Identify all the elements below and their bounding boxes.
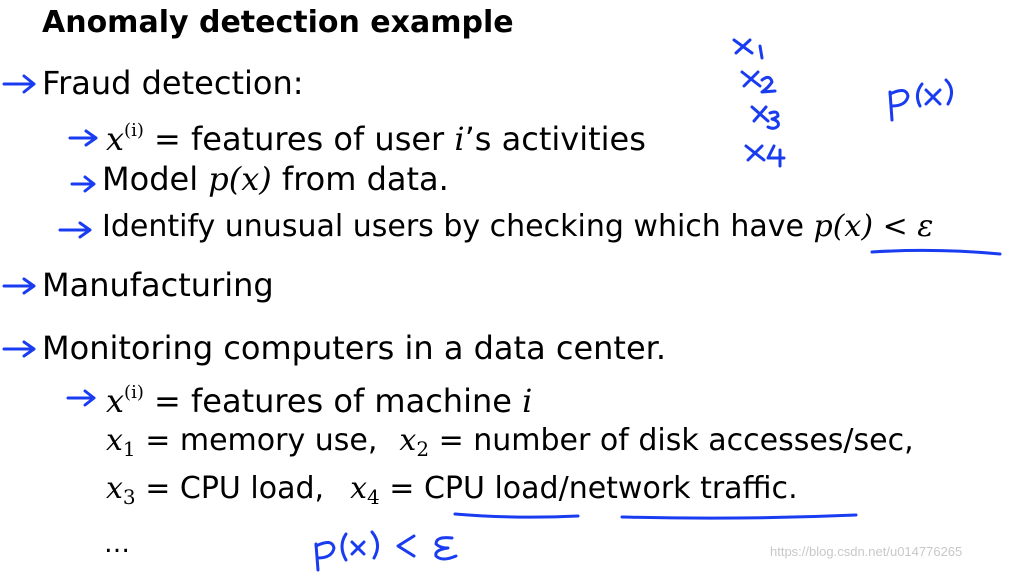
arrow-icon bbox=[2, 74, 36, 94]
x4-eq: = bbox=[379, 471, 424, 506]
handwritten-x4 bbox=[744, 144, 786, 168]
underline-p-x-less-epsilon bbox=[870, 248, 1002, 256]
ellipsis: … bbox=[104, 529, 130, 559]
fraud-features-tail: ’s activities bbox=[464, 120, 646, 158]
model-post: from data. bbox=[271, 160, 449, 198]
x1-text: = memory use, bbox=[135, 423, 378, 458]
monitoring-heading: Monitoring computers in a data center. bbox=[42, 329, 667, 367]
model-pre: Model bbox=[102, 160, 209, 198]
arrow-icon bbox=[68, 129, 98, 147]
math-x: x bbox=[106, 423, 123, 458]
math-superscript: (i) bbox=[124, 382, 144, 403]
fraud-features-text: = features of user bbox=[143, 120, 455, 158]
identify-text: Identify unusual users by checking which… bbox=[102, 209, 814, 244]
monitoring-x1-x2: x1 = memory use,x2 = number of disk acce… bbox=[106, 421, 914, 469]
handwritten-x1 bbox=[732, 38, 764, 60]
monitoring-bullet-features: x(i) = features of machine i bbox=[106, 373, 532, 421]
slide-title: Anomaly detection example bbox=[42, 5, 514, 40]
x2-text: = number of disk accesses/sec, bbox=[429, 423, 914, 458]
arrow-icon bbox=[58, 221, 92, 239]
math-x: x bbox=[399, 423, 417, 458]
watermark: https://blog.csdn.net/u014776265 bbox=[770, 544, 963, 559]
fraud-bullet-identify: Identify unusual users by checking which… bbox=[102, 207, 933, 247]
math-subscript: 1 bbox=[122, 437, 136, 461]
math-subscript: 4 bbox=[366, 485, 380, 509]
x4-cpu-load: CPU load bbox=[423, 471, 559, 506]
handwritten-p-of-x bbox=[888, 78, 953, 122]
handwritten-x3 bbox=[750, 105, 780, 130]
x4-network-traffic: network traffic bbox=[568, 471, 789, 506]
math-x: x bbox=[106, 471, 123, 506]
machine-features-text: = features of machine bbox=[143, 382, 523, 420]
math-subscript: 3 bbox=[122, 485, 136, 509]
handwritten-p-of-x-less-epsilon bbox=[314, 530, 458, 572]
fraud-bullet-model: Model p(x) from data. bbox=[102, 159, 449, 199]
arrow-icon bbox=[66, 389, 96, 407]
math-x: x bbox=[106, 120, 125, 158]
math-subscript: 2 bbox=[416, 437, 430, 461]
arrow-icon bbox=[2, 340, 36, 358]
x4-period: . bbox=[788, 471, 798, 506]
math-px-less-epsilon: p(x) < ε bbox=[813, 209, 934, 244]
math-superscript: (i) bbox=[124, 120, 144, 141]
x3-text: = CPU load, bbox=[135, 471, 325, 506]
math-x: x bbox=[350, 471, 367, 506]
fraud-heading: Fraud detection: bbox=[42, 64, 304, 102]
math-i: i bbox=[522, 382, 533, 420]
math-x: x bbox=[106, 382, 125, 420]
fraud-bullet-features: x(i) = features of user i’s activities bbox=[106, 111, 646, 159]
math-i: i bbox=[454, 120, 465, 158]
handwritten-x2 bbox=[740, 70, 777, 94]
manufacturing-heading: Manufacturing bbox=[42, 266, 274, 304]
x4-slash: / bbox=[558, 471, 569, 506]
monitoring-x3-x4: x3 = CPU load,x4 = CPU load/network traf… bbox=[106, 469, 798, 517]
math-px: p(x) bbox=[208, 160, 272, 198]
arrow-icon bbox=[70, 175, 96, 193]
arrow-icon bbox=[2, 277, 36, 295]
